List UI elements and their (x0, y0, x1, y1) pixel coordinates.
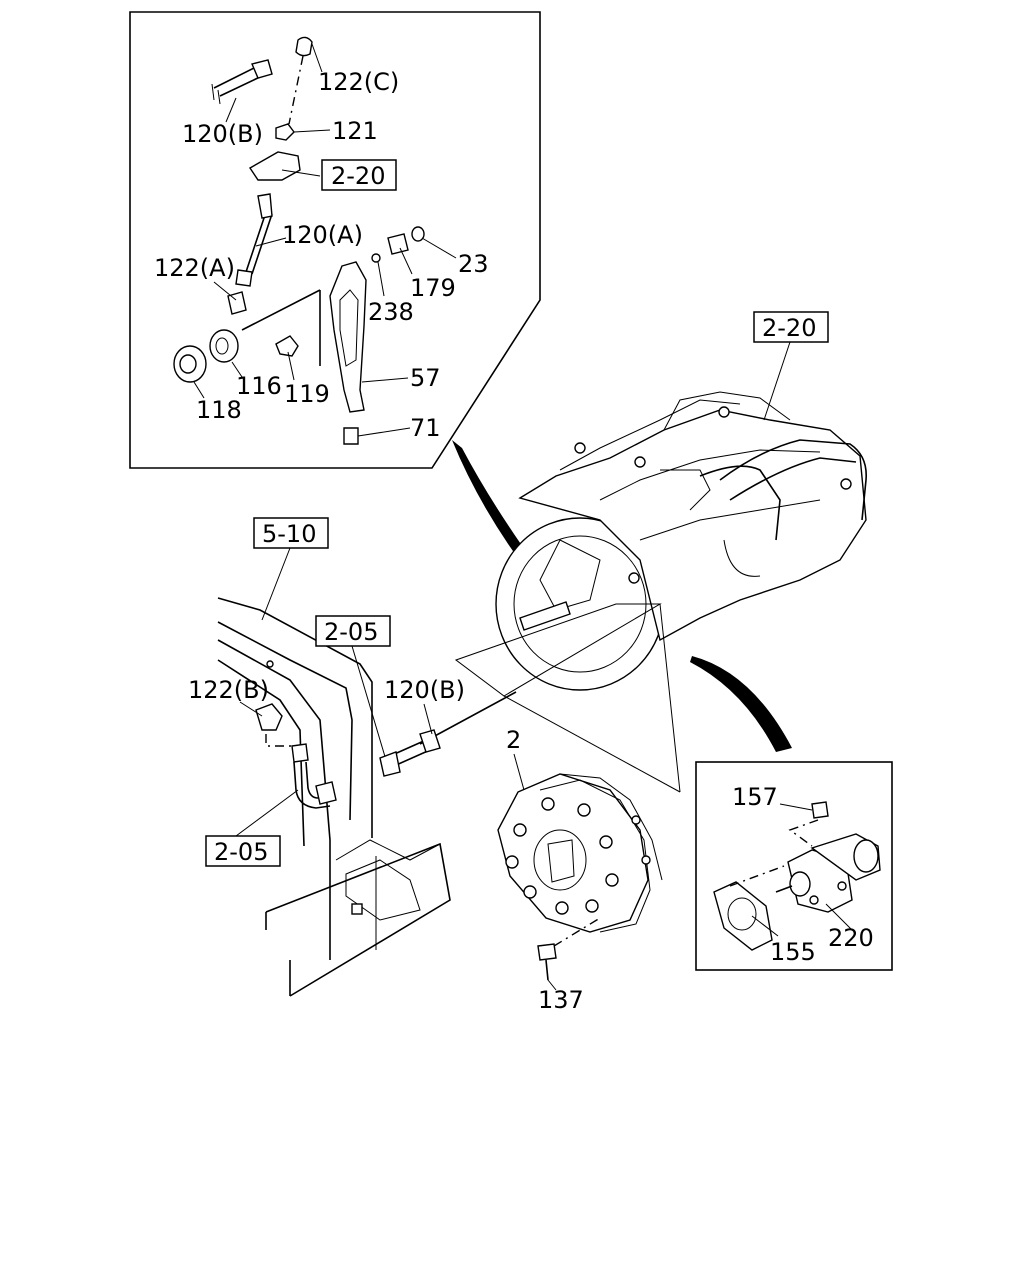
callout-120a: 120(A) (282, 221, 363, 249)
ref-box-5-10: 5-10 (253, 517, 329, 549)
transmission-assembly (495, 391, 867, 691)
clutch-cover-assembly-2 (497, 773, 663, 933)
ref-box-2-05-bottom: 2-05 (205, 835, 281, 867)
callout-120b-mid: 120(B) (384, 676, 465, 704)
callout-179: 179 (410, 274, 456, 302)
rod-120a (235, 193, 273, 287)
callout-122b: 122(B) (188, 676, 269, 704)
bolt-137 (537, 917, 601, 981)
callout-122c: 122(C) (318, 68, 399, 96)
slave-cylinder-220 (775, 833, 881, 913)
callout-122a: 122(A) (154, 254, 235, 282)
callout-238: 238 (368, 298, 414, 326)
bolt-71 (343, 427, 359, 445)
cab-frame-5-10 (217, 597, 451, 997)
fitting-122b (255, 703, 296, 747)
callout-2: 2 (506, 726, 521, 754)
pin-238 (371, 253, 381, 263)
release-bearing-118 (173, 345, 207, 383)
ref-box-2-05-top: 2-05 (315, 615, 391, 647)
inset-panel-slave-cylinder (695, 761, 893, 971)
callout-137: 137 (538, 986, 584, 1014)
callout-119: 119 (284, 380, 330, 408)
washer-23 (411, 226, 425, 242)
svg-text:2-20: 2-20 (762, 314, 816, 342)
callout-157: 157 (732, 783, 778, 811)
pointer-arrow-lower (690, 656, 792, 752)
svg-text:2-05: 2-05 (324, 618, 378, 646)
callout-118: 118 (196, 396, 242, 424)
svg-text:5-10: 5-10 (262, 520, 316, 548)
callout-57: 57 (410, 364, 441, 392)
banjo-fitting-122c (288, 36, 313, 125)
inset-panel-clutch-release (129, 11, 541, 469)
hose-120b-top (211, 59, 273, 105)
callout-121: 121 (332, 117, 378, 145)
callout-116: 116 (236, 372, 282, 400)
hose-120b-mid (379, 729, 441, 777)
callout-120b-top: 120(B) (182, 120, 263, 148)
ref-box-2-20-inset: 2-20 (321, 159, 397, 191)
flexible-hose (291, 743, 337, 809)
callout-23: 23 (458, 250, 489, 278)
callout-71: 71 (410, 414, 441, 442)
svg-text:2-20: 2-20 (331, 162, 385, 190)
gasket-155 (713, 881, 773, 951)
nut-121 (275, 123, 295, 141)
bracket (249, 151, 301, 181)
clip-119 (275, 335, 299, 357)
bolt-179 (387, 233, 409, 255)
release-fork-57 (319, 261, 367, 413)
sleeve-116 (209, 329, 239, 363)
ref-box-2-20-main: 2-20 (753, 311, 829, 343)
callout-155: 155 (770, 938, 816, 966)
bolt-157 (788, 801, 829, 847)
svg-text:2-05: 2-05 (214, 838, 268, 866)
